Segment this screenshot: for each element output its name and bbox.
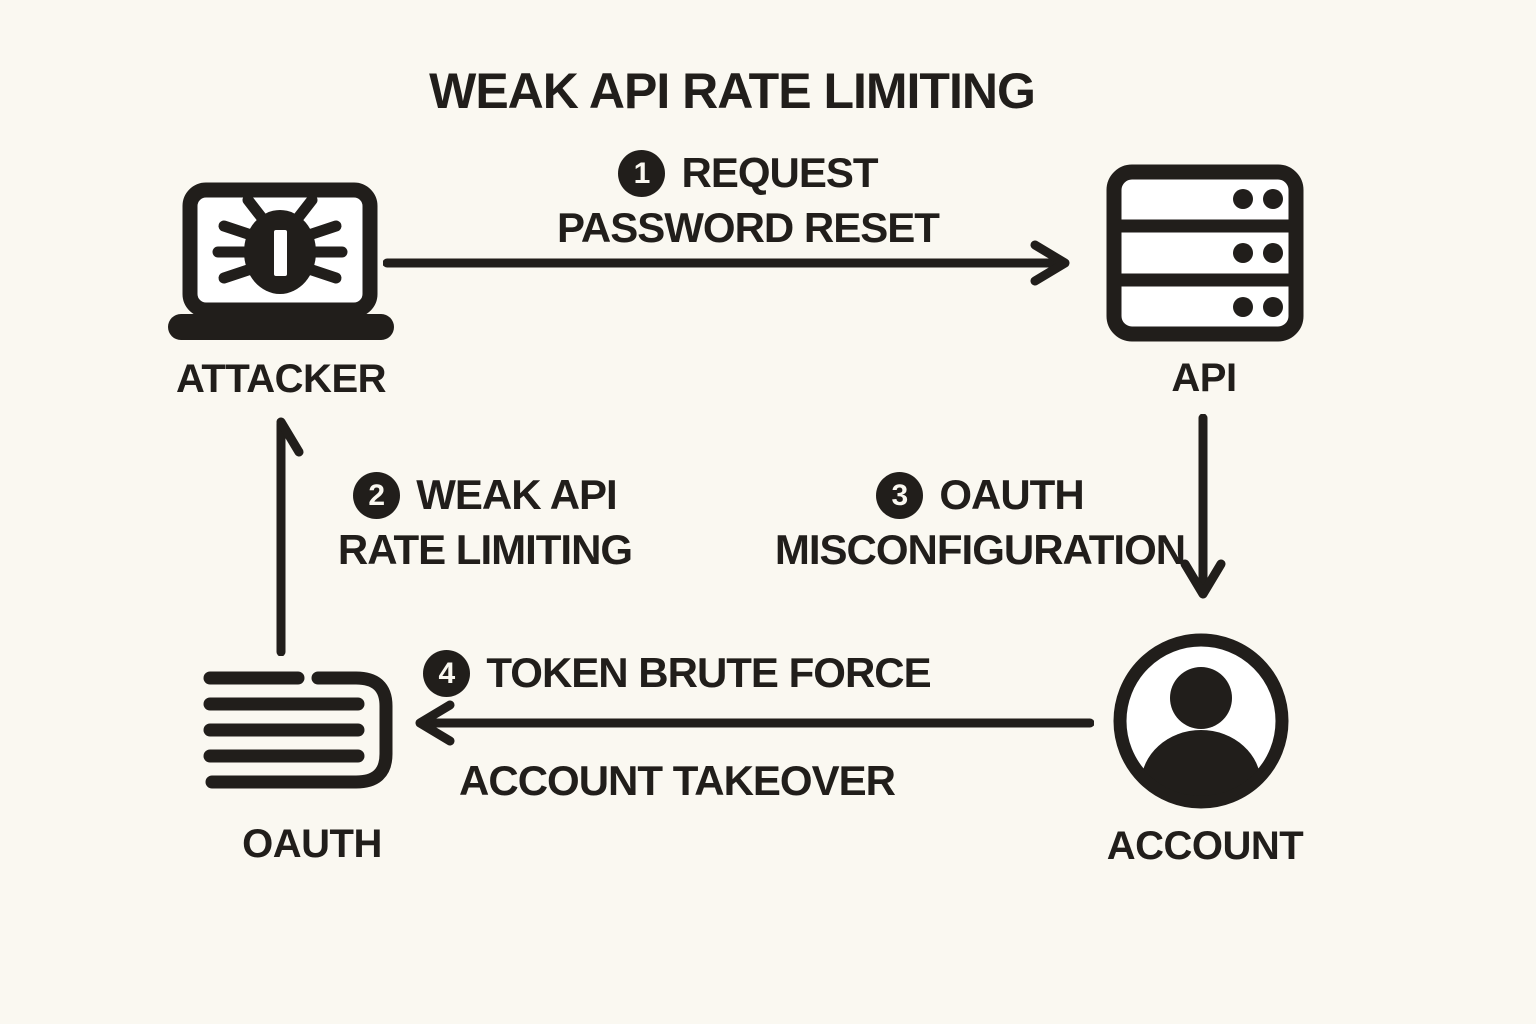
step-2-badge: 2 [353,472,401,519]
document-icon [203,671,393,789]
bug-glyph [212,194,348,294]
arrow-attacker-to-api [383,240,1070,286]
step-1-label: 1 REQUEST PASSWORD RESET [448,150,1048,251]
step-4-label: 4 TOKEN BRUTE FORCE [377,650,977,697]
diagram-title: WEAK API RATE LIMITING [429,63,1036,119]
oauth-node-label: OAUTH [242,822,382,866]
step-2-label: 2 WEAK API RATE LIMITING [320,472,650,573]
step-4-result-text: ACCOUNT TAKEOVER [459,757,896,804]
arrow-account-to-oauth [415,700,1094,746]
step-2-text-line1: WEAK API [416,471,617,519]
step-4-badge: 4 [423,650,471,697]
step-3-text-line1: OAUTH [939,471,1084,519]
step-2-text-line2: RATE LIMITING [337,526,633,573]
api-node-label: API [1171,356,1237,400]
server-icon [1106,164,1304,342]
arrow-api-to-account [1180,414,1226,599]
laptop-bug-icon [168,182,394,340]
attacker-node-label: ATTACKER [175,357,387,401]
step-1-text-line2: PASSWORD RESET [557,204,940,251]
step-1-badge: 1 [618,150,666,197]
account-node-label: ACCOUNT [1106,824,1304,868]
step-3-text-line2: MISCONFIGURATION [774,526,1186,573]
step-3-badge: 3 [876,472,924,519]
step-4-text: TOKEN BRUTE FORCE [486,649,931,697]
user-circle-icon [1113,633,1289,809]
step-1-text-line1: REQUEST [681,149,878,197]
step-3-label: 3 OAUTH MISCONFIGURATION [760,472,1200,573]
arrow-oauth-to-attacker [276,417,304,656]
